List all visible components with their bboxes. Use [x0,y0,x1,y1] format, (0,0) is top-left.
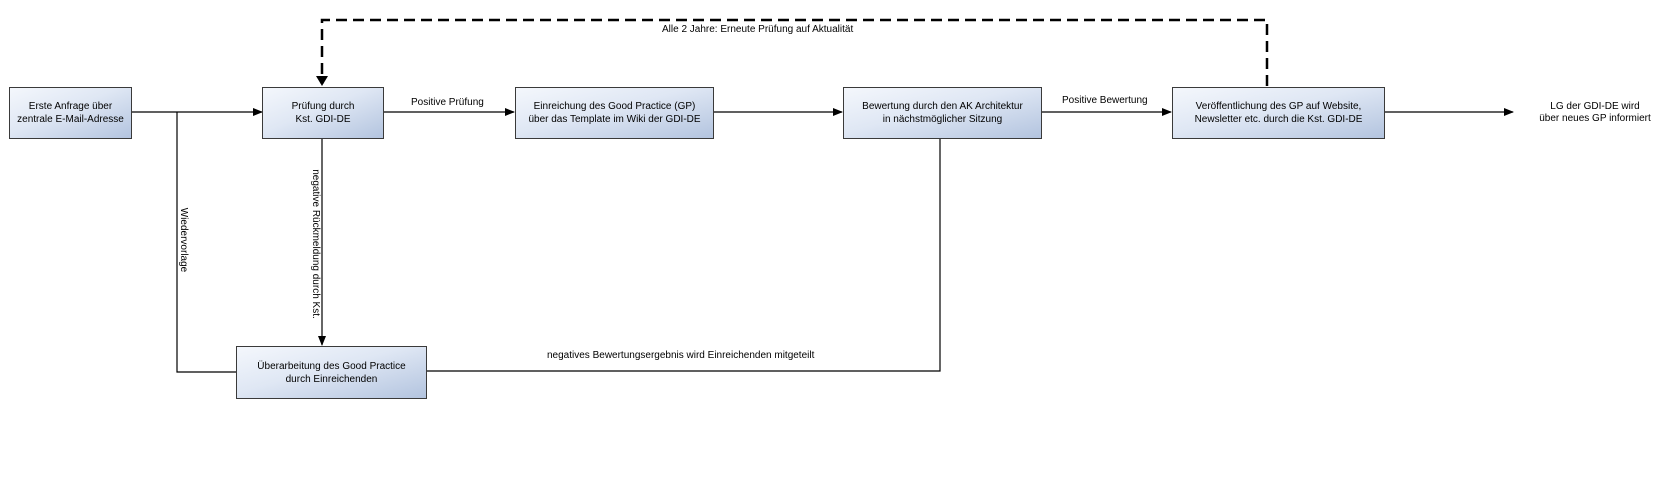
label-positive-bewertung: Positive Bewertung [1062,95,1148,106]
node-veroeffentlichung-label: Veröffentlichung des GP auf Website, New… [1194,101,1363,125]
node-bewertung-label: Bewertung durch den AK Architektur in nä… [862,101,1023,125]
node-einreichung: Einreichung des Good Practice (GP) über … [515,87,714,139]
edge-aktualitaet-arrowhead [316,76,328,86]
node-veroeffentlichung: Veröffentlichung des GP auf Website, New… [1172,87,1385,139]
label-negatives-ergebnis: negatives Bewertungsergebnis wird Einrei… [547,350,815,361]
node-ueberarbeitung: Überarbeitung des Good Practice durch Ei… [236,346,427,399]
edge-wiedervorlage [176,112,236,373]
node-erste-anfrage-label: Erste Anfrage über zentrale E-Mail-Adres… [17,101,124,125]
edge-bewertung-negativ [426,138,941,372]
node-pruefung-label: Prüfung durch Kst. GDI-DE [291,101,355,125]
node-bewertung: Bewertung durch den AK Architektur in nä… [843,87,1042,139]
label-positive-pruefung: Positive Prüfung [411,97,484,108]
node-einreichung-label: Einreichung des Good Practice (GP) über … [528,101,701,125]
node-erste-anfrage: Erste Anfrage über zentrale E-Mail-Adres… [9,87,132,139]
label-alle-2-jahre: Alle 2 Jahre: Erneute Prüfung auf Aktual… [662,24,854,35]
edge-aktualitaet-loop [320,18,1269,86]
label-negative-rueckmeldung: negative Rückmeldung durch Kst. [310,169,321,319]
node-pruefung: Prüfung durch Kst. GDI-DE [262,87,384,139]
end-lg-informiert: LG der GDI-DE wird über neues GP informi… [1539,101,1651,124]
node-ueberarbeitung-label: Überarbeitung des Good Practice durch Ei… [257,360,406,385]
label-wiedervorlage: Wiedervorlage [178,207,189,273]
